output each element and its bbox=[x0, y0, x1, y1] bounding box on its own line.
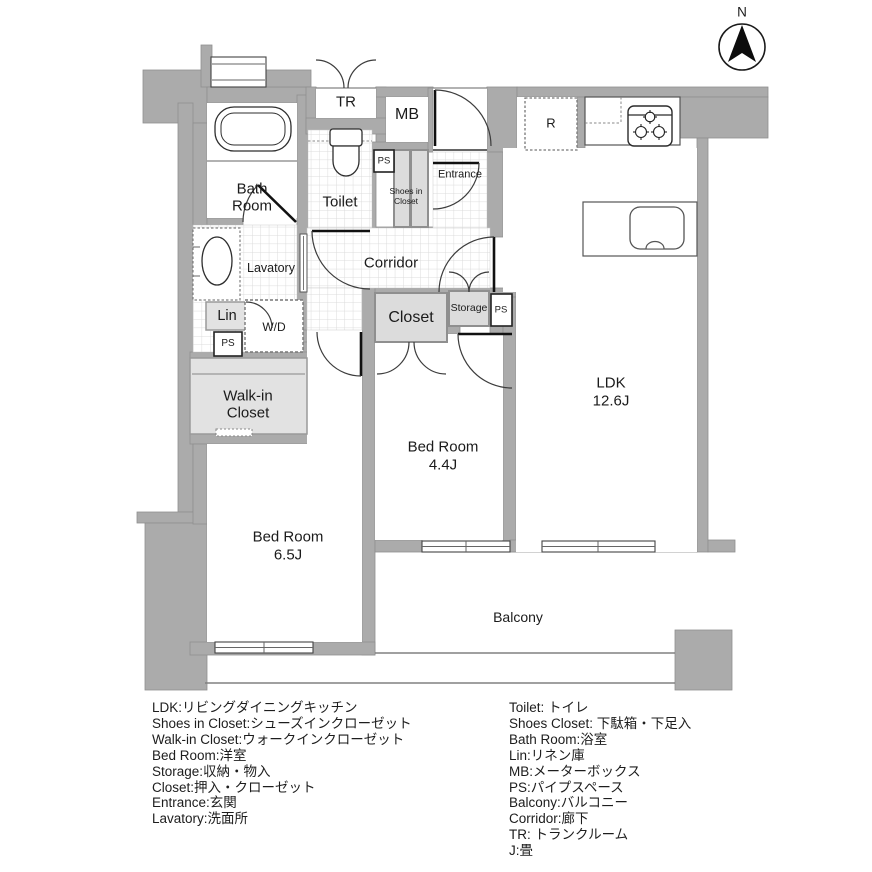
shoes-in-closet-box bbox=[410, 149, 429, 228]
room-label-bath-1: Bath bbox=[236, 180, 268, 198]
legend-item: Shoes in Closet:シューズインクローゼット bbox=[152, 715, 412, 731]
bathtub-icon bbox=[214, 106, 292, 152]
closet-door-arc bbox=[376, 341, 410, 375]
closet-box bbox=[374, 292, 448, 343]
room-label-toilet: Toilet bbox=[322, 193, 358, 211]
room-label-corridor: Corridor bbox=[363, 254, 419, 272]
room-entrance-floor bbox=[432, 151, 488, 233]
toilet-bowl-icon bbox=[332, 145, 360, 177]
bedroom-65-door-arc bbox=[316, 331, 362, 377]
entry-door-arc bbox=[434, 89, 492, 147]
balcony-rails bbox=[205, 652, 675, 684]
legend-item: Toilet: トイレ bbox=[509, 700, 589, 715]
tr-door-arc bbox=[315, 59, 345, 89]
room-label-ldk: LDK bbox=[596, 374, 626, 392]
storage-door-arc bbox=[468, 271, 490, 293]
legend-item: Bed Room:洋室 bbox=[152, 747, 247, 763]
room-size-bedroom-65: 6.5J bbox=[273, 546, 303, 564]
ps-box bbox=[490, 293, 513, 327]
walk-in-closet-box bbox=[189, 357, 308, 435]
bedroom-44-door-arc bbox=[457, 333, 513, 389]
refrigerator-box bbox=[524, 97, 578, 151]
compass-north-label: N bbox=[737, 4, 747, 20]
room-label-lavatory: Lavatory bbox=[247, 260, 295, 275]
passage-floor bbox=[307, 330, 362, 444]
room-label-mb: MB bbox=[395, 106, 419, 123]
room-label-wd: W/D bbox=[262, 320, 286, 334]
room-label-bath-2: Room bbox=[231, 197, 273, 215]
legend-item: J:畳 bbox=[509, 843, 534, 859]
ldk-door-arc bbox=[438, 236, 495, 293]
legend-item: Lavatory:洗面所 bbox=[152, 811, 249, 827]
legend-item: Bath Room:浴室 bbox=[509, 731, 608, 747]
wd-door-arc bbox=[245, 301, 273, 329]
tr-door-arc bbox=[347, 59, 377, 89]
north-compass-icon bbox=[718, 23, 766, 71]
legend-item: Storage:収納・物入 bbox=[152, 763, 271, 779]
legend-item: LDK:リビングダイニングキッチン bbox=[152, 700, 358, 715]
storage-boxes bbox=[189, 97, 578, 437]
room-label-bedroom-65: Bed Room bbox=[252, 528, 324, 546]
closet-door-arc bbox=[413, 341, 447, 375]
bath-door-leaf bbox=[257, 184, 297, 223]
ps-box bbox=[213, 331, 243, 357]
bath-door-arc bbox=[242, 184, 259, 223]
legend-item: Corridor:廊下 bbox=[509, 811, 589, 827]
room-bedroom-65-floor bbox=[207, 444, 362, 642]
stove-burner-icon bbox=[633, 110, 667, 140]
toilet-door-arc bbox=[311, 230, 371, 290]
legend-item: TR: トランクルーム bbox=[509, 827, 629, 843]
legend-item: Lin:リネン庫 bbox=[509, 747, 585, 763]
room-label-refrigerator: R bbox=[546, 115, 556, 131]
room-label-storage: Storage bbox=[450, 301, 488, 314]
room-label-ps-storage: PS bbox=[494, 304, 508, 316]
washer-dryer-box bbox=[244, 299, 304, 353]
room-label-ps-lavatory: PS bbox=[221, 338, 235, 349]
legend-item: MB:メーターボックス bbox=[509, 763, 641, 779]
room-label-ps-top: PS bbox=[377, 155, 391, 167]
fixtures bbox=[192, 96, 698, 301]
room-tr-floor bbox=[316, 88, 376, 118]
doors bbox=[242, 59, 513, 389]
room-size-bedroom-44: 4.4J bbox=[428, 456, 458, 474]
entry-alcove-floor bbox=[433, 88, 487, 152]
lavatory-sink-icon bbox=[201, 236, 233, 286]
room-corridor-ext-floor bbox=[306, 287, 363, 331]
legend-left-column: LDK:リビングダイニングキッチン Shoes in Closet:シューズイン… bbox=[152, 700, 412, 827]
window bbox=[210, 56, 267, 88]
room-label-balcony: Balcony bbox=[493, 609, 543, 625]
room-size-ldk: 12.6J bbox=[592, 392, 630, 410]
ps-box bbox=[373, 149, 395, 173]
room-label-shoes-2: Closet bbox=[393, 195, 419, 206]
legend-item: PS:パイプスペース bbox=[509, 779, 624, 795]
legend-item: Balcony:バルコニー bbox=[509, 795, 629, 811]
room-label-lin: Lin bbox=[217, 307, 237, 324]
room-label-wic-2: Closet bbox=[226, 404, 270, 422]
closet-step bbox=[215, 428, 253, 437]
legend-item: Shoes Closet: 下駄箱・下足入 bbox=[509, 715, 692, 731]
legend-item: Closet:押入・クローゼット bbox=[152, 779, 316, 795]
room-ldk-lower-floor bbox=[516, 292, 697, 552]
room-label-shoes-1: Shoes in bbox=[389, 185, 423, 196]
toilet-tank-icon bbox=[329, 128, 363, 147]
room-bedroom-44-floor bbox=[375, 334, 503, 540]
room-floors bbox=[192, 88, 697, 642]
kitchen-sink-icon bbox=[629, 206, 685, 250]
legend-item: Walk-in Closet:ウォークインクローゼット bbox=[152, 731, 405, 747]
legend-right-column: Toilet: トイレ Shoes Closet: 下駄箱・下足入 Bath R… bbox=[509, 700, 691, 859]
legend-item: Entrance:玄関 bbox=[152, 795, 237, 811]
room-label-tr: TR bbox=[336, 93, 356, 111]
bathtub-icon bbox=[220, 112, 286, 146]
room-label-wic-1: Walk-in bbox=[223, 387, 273, 405]
kitchen-sink-icon bbox=[645, 240, 665, 249]
entrance-door-arc bbox=[432, 162, 480, 210]
windows bbox=[210, 56, 656, 654]
room-label-entrance: Entrance bbox=[437, 168, 483, 181]
room-label-bedroom-44: Bed Room bbox=[407, 438, 479, 456]
room-mb-floor bbox=[386, 97, 428, 142]
room-label-closet: Closet bbox=[388, 309, 434, 326]
